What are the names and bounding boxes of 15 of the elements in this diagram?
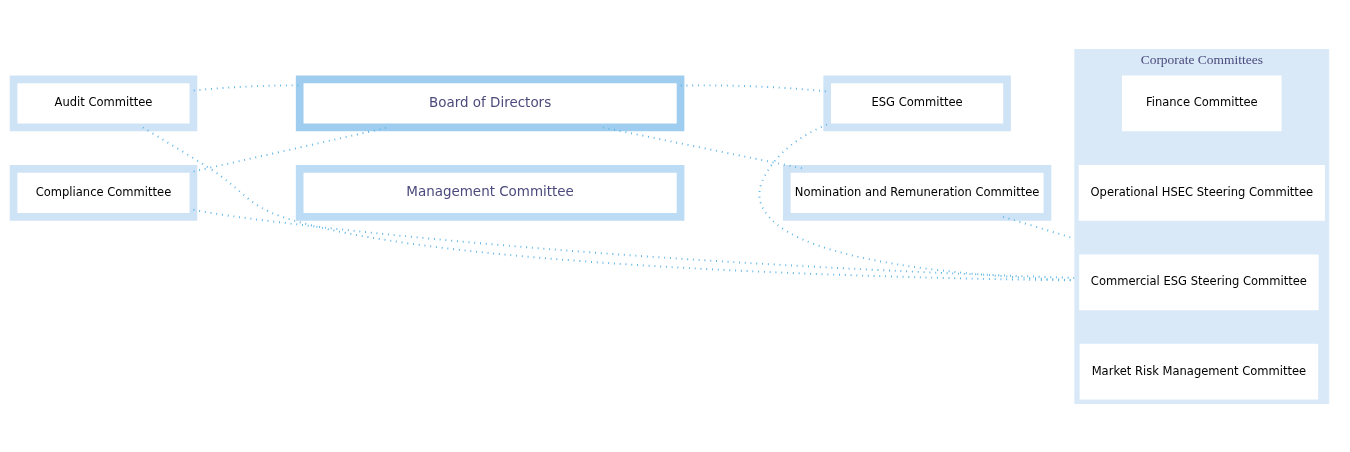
node-box: Operational HSEC Steering Committee [1078,164,1325,221]
node-box: Commercial ESG Steering Committee [1079,253,1319,310]
connector [679,83,829,92]
connector [192,83,301,91]
node-box: Nomination and Remuneration Committee [782,164,1052,221]
connector [141,126,1076,281]
node-box: Finance Committee [1121,75,1282,131]
node-box: Management Committee [295,164,685,221]
node-box: ESG Committee [823,75,1011,131]
node-box: Compliance Committee [9,164,198,221]
connector [192,126,389,172]
node-box: Board of Directors [295,75,685,131]
node-box: Audit Committee [9,75,198,131]
node-box: Market Risk Management Committee [1079,343,1319,400]
connector [192,208,1076,279]
